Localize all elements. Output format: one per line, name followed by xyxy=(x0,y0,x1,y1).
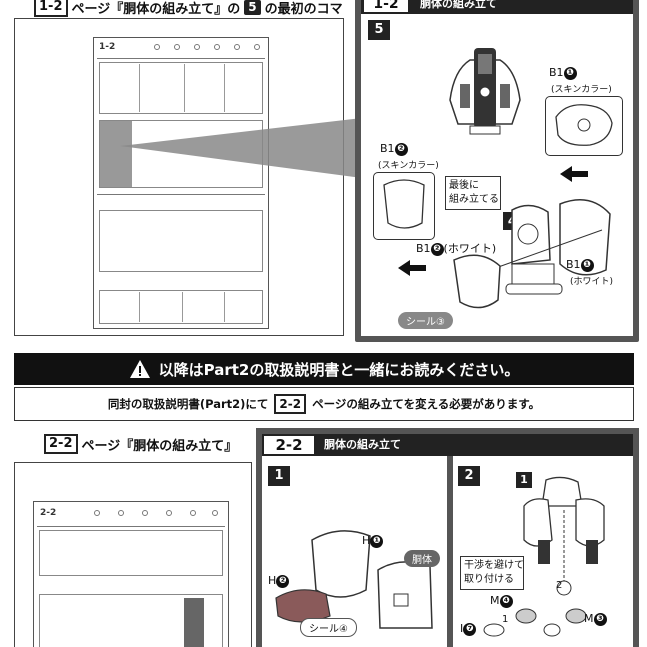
mini-page-number-2: 2-2 xyxy=(40,508,57,518)
mini-page-number: 1-2 xyxy=(99,42,116,52)
mini-manual-page-2: 2-2 xyxy=(33,501,229,647)
part-illustration xyxy=(555,104,613,146)
reference-header-2: 2-2 ページ『胴体の組み立て』 xyxy=(44,434,237,454)
mini-step-box xyxy=(99,290,263,324)
highlighted-step xyxy=(100,121,132,187)
icon-dot xyxy=(174,44,180,50)
step-number-badge: 5 xyxy=(244,0,261,15)
hip-assembly-illustration xyxy=(483,476,605,637)
panel-divider xyxy=(447,456,453,647)
icon-dot xyxy=(254,44,260,50)
white-label: (ホワイト) xyxy=(570,277,614,287)
icon-dot xyxy=(234,44,240,50)
section-number-2: 2-2 xyxy=(262,434,316,456)
section-title-2: 胴体の組み立て xyxy=(324,438,401,451)
torso-label: 胴体 xyxy=(404,550,440,567)
notice-detail-post: ページの組み立てを変える必要があります。 xyxy=(312,397,541,411)
icon-dot xyxy=(94,510,100,516)
skin-color-label-2: (スキンカラー) xyxy=(378,161,439,171)
icon-dot xyxy=(142,510,148,516)
divider xyxy=(139,64,140,112)
icon-dot xyxy=(166,510,172,516)
warning-banner: 以降はPart2の取扱説明書と一緒にお読みください。 xyxy=(14,353,634,385)
icon-dot xyxy=(190,510,196,516)
section-title-bar xyxy=(361,0,633,14)
reference-header-text: ページ『胴体の組み立て』の xyxy=(71,1,241,17)
step-number: 5 xyxy=(368,20,390,40)
mini-part-figure xyxy=(184,598,204,647)
divider xyxy=(224,64,225,112)
icon-dot xyxy=(118,510,124,516)
mini-manual-page: 1-2 xyxy=(93,37,269,329)
page-number-badge-2: 2-2 xyxy=(44,434,78,454)
reference-header: 1-2 ページ『胴体の組み立て』の 5 の最初のコマ xyxy=(34,0,358,18)
divider xyxy=(97,58,265,59)
part-callout-b1-2 xyxy=(373,172,435,240)
page-number-badge: 1-2 xyxy=(34,0,68,17)
divider xyxy=(184,64,185,112)
seal-label: シール③ xyxy=(398,312,453,329)
divider xyxy=(224,292,225,322)
mini-step-box xyxy=(39,594,223,647)
icon-dot xyxy=(154,44,160,50)
divider xyxy=(139,292,140,322)
divider xyxy=(97,194,265,195)
circled-step-2: 2 xyxy=(556,580,563,591)
interference-note: 干渉を避けて 取り付ける xyxy=(460,556,524,590)
mini-step-box xyxy=(99,62,263,114)
icon-dot xyxy=(212,510,218,516)
step-number-2: 2 xyxy=(458,466,480,486)
reference-thumbnail-panel: 1-2 xyxy=(14,18,344,336)
part-illustration xyxy=(383,179,425,229)
mini-step-box xyxy=(99,210,263,272)
direction-arrow xyxy=(398,260,426,276)
divider xyxy=(182,292,183,322)
step-number-1: 1 xyxy=(268,466,290,486)
icon-dot xyxy=(214,44,220,50)
assembly-note: 最後に 組み立てる xyxy=(445,176,501,210)
part-callout-b1-1 xyxy=(545,96,623,156)
warning-text: 以降はPart2の取扱説明書と一緒にお読みください。 xyxy=(158,360,520,379)
reference-header-text-2: ページ『胴体の組み立て』 xyxy=(81,438,238,454)
notice-detail-pre: 同封の取扱説明書(Part2)にて xyxy=(107,397,269,411)
reference-header-suffix: の最初のコマ xyxy=(264,1,343,17)
icon-dot xyxy=(194,44,200,50)
circled-step-1: 1 xyxy=(502,614,509,625)
notice-detail-box: 同封の取扱説明書(Part2)にて 2-2 ページの組み立てを変える必要がありま… xyxy=(14,387,634,421)
mini-step-box xyxy=(39,530,223,576)
section-title: 胴体の組み立て xyxy=(420,0,497,10)
direction-arrow xyxy=(560,166,588,182)
divider xyxy=(37,526,225,527)
section-title-bar-2 xyxy=(262,434,633,456)
skin-color-label: (スキンカラー) xyxy=(551,85,612,95)
seal-label-4: シール④ xyxy=(300,618,357,637)
sub-step-number-1: 1 xyxy=(516,472,532,488)
section-number: 1-2 xyxy=(362,0,410,14)
torso-frame-illustration xyxy=(449,48,521,135)
torso-assembly-illustration xyxy=(453,199,611,309)
notice-page-number: 2-2 xyxy=(274,394,307,414)
reference-thumbnail-panel-2: 2-2 xyxy=(14,462,252,647)
warning-icon xyxy=(129,360,150,378)
